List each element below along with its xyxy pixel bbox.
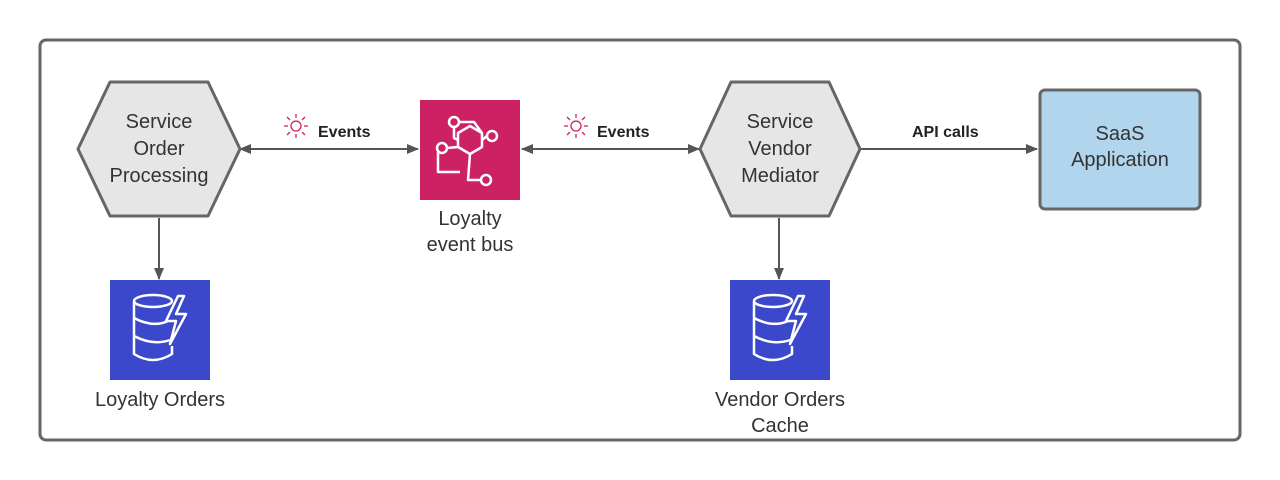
- loyalty-event-bus-node: Loyalty event bus: [420, 100, 520, 256]
- node-label-line: Order: [133, 138, 184, 160]
- node-label-line: Vendor: [748, 138, 812, 160]
- vendor-orders-cache-node: Vendor Orders Cache: [715, 280, 845, 437]
- edge-label-events-left: Events: [284, 114, 371, 141]
- node-label-line: Cache: [751, 415, 809, 437]
- dynamodb-icon: [730, 280, 830, 380]
- edge-label-api-calls: API calls: [912, 124, 979, 141]
- node-label-line: Service: [747, 111, 814, 133]
- edge-label-text: Events: [318, 124, 371, 141]
- node-label-line: Loyalty: [438, 208, 501, 230]
- eventbridge-glyph: [435, 115, 499, 187]
- node-label-line: Loyalty Orders: [95, 389, 225, 411]
- dynamodb-glyph: [132, 293, 188, 362]
- node-label-line: event bus: [427, 234, 514, 256]
- node-label-line: Processing: [110, 165, 209, 187]
- node-label-line: Mediator: [741, 165, 819, 187]
- node-label-line: Vendor Orders: [715, 389, 845, 411]
- edge-label-text: Events: [597, 124, 650, 141]
- node-label-line: SaaS: [1096, 123, 1145, 145]
- dynamodb-icon: [110, 280, 210, 380]
- node-label-line: Application: [1071, 149, 1169, 171]
- service-vendor-mediator-node: Service Vendor Mediator: [698, 80, 862, 218]
- sun-burst-icon: [284, 114, 308, 138]
- saas-application-node: SaaS Application: [1038, 88, 1202, 211]
- edge-label-events-right: Events: [564, 114, 650, 141]
- node-label-line: Service: [126, 111, 193, 133]
- eventbridge-icon: [420, 100, 520, 200]
- outer-frame: [38, 38, 1242, 442]
- hexagon-shape: [698, 80, 862, 218]
- dynamodb-glyph: [752, 293, 808, 362]
- service-order-processing-node: Service Order Processing: [76, 80, 242, 218]
- saas-box: [1038, 88, 1202, 211]
- loyalty-orders-node: Loyalty Orders: [95, 280, 225, 411]
- sun-burst-icon: [564, 114, 588, 138]
- hexagon-shape: [76, 80, 242, 218]
